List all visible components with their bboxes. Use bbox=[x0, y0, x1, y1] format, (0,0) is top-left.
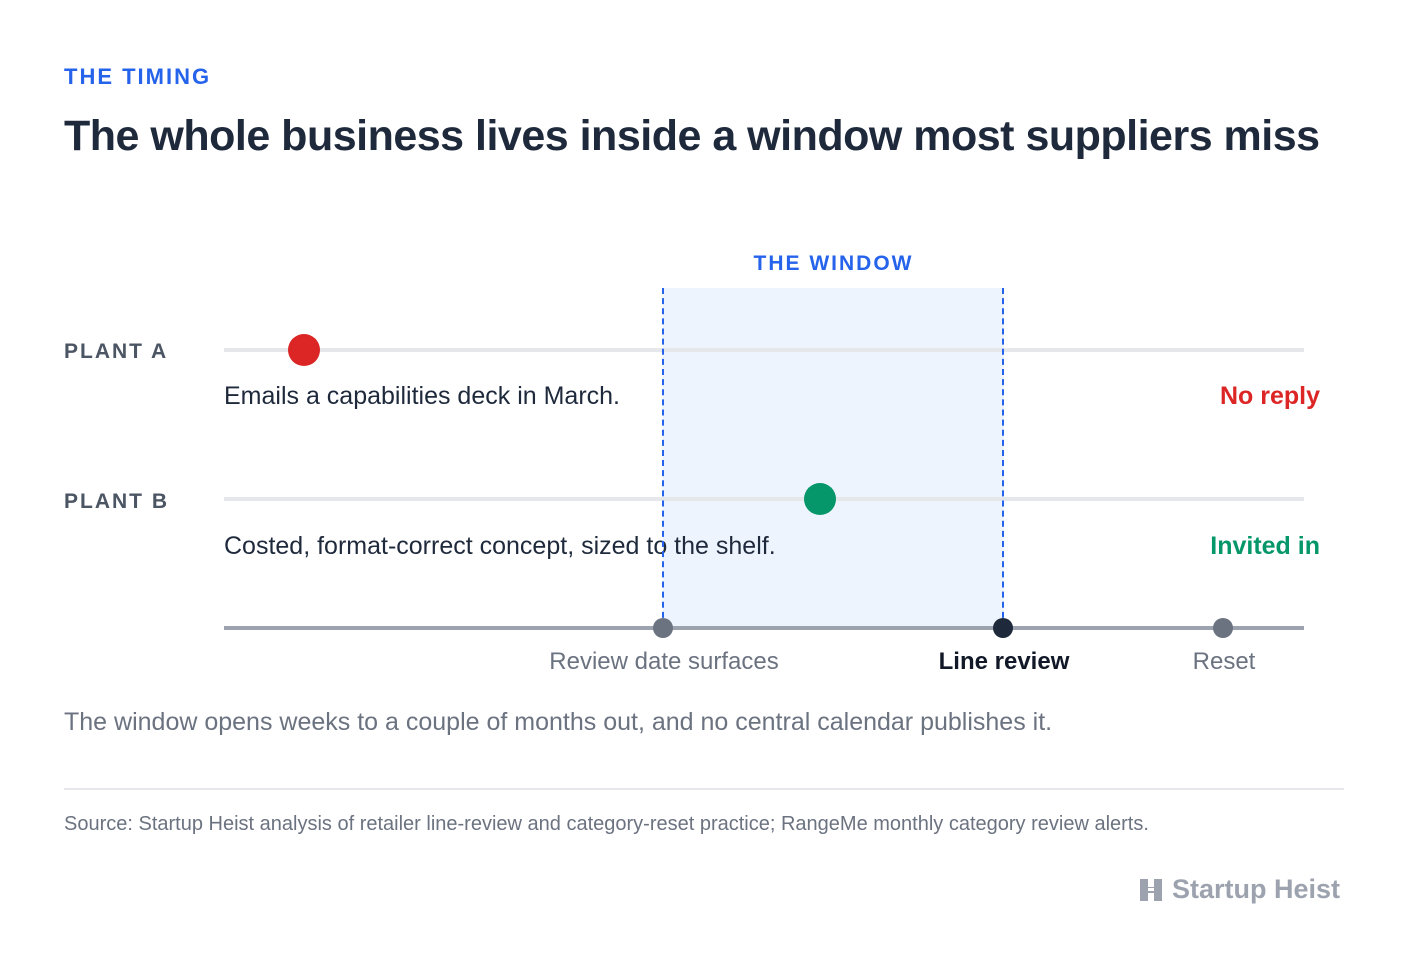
brand: Startup Heist bbox=[1138, 874, 1340, 905]
page-title: The whole business lives inside a window… bbox=[64, 112, 1320, 160]
window-highlight bbox=[663, 288, 1004, 628]
window-start-line bbox=[662, 288, 664, 628]
track-plant-a bbox=[224, 348, 1304, 352]
window-end-line bbox=[1002, 288, 1004, 628]
marker-plant-a bbox=[288, 334, 320, 366]
divider bbox=[64, 788, 1344, 790]
row-label-plant-b: PLANT B bbox=[64, 490, 169, 513]
milestone-label-review-date: Review date surfaces bbox=[549, 648, 779, 675]
milestone-dot-line-review bbox=[993, 618, 1013, 638]
milestone-label-line-review: Line review bbox=[938, 648, 1070, 675]
milestone-dot-review-date bbox=[653, 618, 673, 638]
brand-name: Startup Heist bbox=[1171, 874, 1340, 904]
outcome-plant-b: Invited in bbox=[1210, 532, 1320, 560]
marker-plant-b bbox=[804, 483, 836, 515]
description-plant-b: Costed, format-correct concept, sized to… bbox=[224, 532, 776, 560]
milestone-dot-reset bbox=[1213, 618, 1233, 638]
timeline-axis bbox=[224, 626, 1304, 630]
milestone-label-reset: Reset bbox=[1192, 648, 1256, 675]
source-line: Source: Startup Heist analysis of retail… bbox=[64, 813, 1149, 835]
eyebrow: THE TIMING bbox=[64, 64, 212, 89]
outcome-plant-a: No reply bbox=[1219, 382, 1320, 410]
window-label: THE WINDOW bbox=[753, 252, 914, 275]
track-plant-b bbox=[224, 497, 1304, 501]
description-plant-a: Emails a capabilities deck in March. bbox=[224, 382, 620, 410]
heist-logo-icon bbox=[1139, 878, 1162, 901]
footnote: The window opens weeks to a couple of mo… bbox=[64, 708, 1053, 736]
row-label-plant-a: PLANT A bbox=[64, 340, 169, 363]
